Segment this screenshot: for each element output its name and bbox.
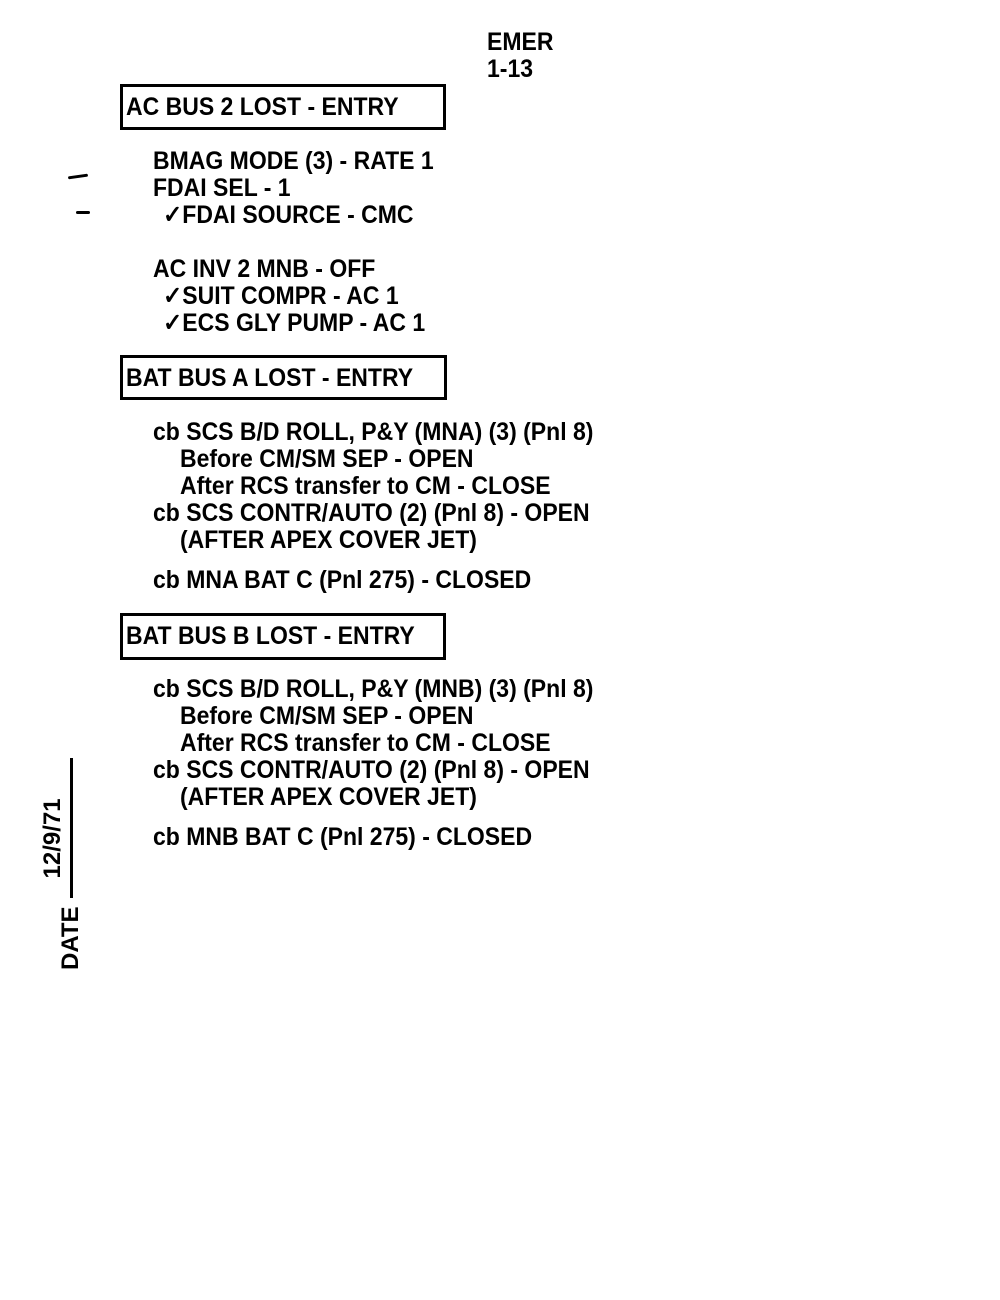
step-line: FDAI SEL - 1 [153, 174, 291, 202]
step-line: cb MNB BAT C (Pnl 275) - CLOSED [153, 823, 533, 851]
date-label: DATE [57, 906, 84, 970]
date-value: 12/9/71 [39, 798, 67, 879]
section-title: AC BUS 2 LOST - ENTRY [126, 93, 399, 121]
step-line: Before CM/SM SEP - OPEN [180, 445, 474, 473]
section-title: BAT BUS B LOST - ENTRY [126, 622, 415, 650]
step-line: After RCS transfer to CM - CLOSE [180, 729, 551, 757]
step-line: BMAG MODE (3) - RATE 1 [153, 147, 434, 175]
step-line: cb SCS CONTR/AUTO (2) (Pnl 8) - OPEN [153, 756, 590, 784]
step-line: cb SCS B/D ROLL, P&Y (MNA) (3) (Pnl 8) [153, 418, 594, 446]
step-line: cb SCS B/D ROLL, P&Y (MNB) (3) (Pnl 8) [153, 675, 594, 703]
step-line: cb MNA BAT C (Pnl 275) - CLOSED [153, 566, 532, 594]
step-line: (AFTER APEX COVER JET) [180, 783, 477, 811]
step-line: AC INV 2 MNB - OFF [153, 255, 376, 283]
section-title-box: BAT BUS A LOST - ENTRY [120, 355, 447, 400]
step-line: After RCS transfer to CM - CLOSE [180, 472, 551, 500]
step-line: cb SCS CONTR/AUTO (2) (Pnl 8) - OPEN [153, 499, 590, 527]
section-title-box: BAT BUS B LOST - ENTRY [120, 613, 446, 660]
step-line: Before CM/SM SEP - OPEN [180, 702, 474, 730]
step-line: ✓SUIT COMPR - AC 1 [163, 282, 399, 310]
date-stamp: DATE 12/9/71 [39, 758, 84, 970]
step-line: ✓FDAI SOURCE - CMC [163, 201, 414, 229]
section-title: BAT BUS A LOST - ENTRY [126, 364, 414, 392]
step-line: ✓ECS GLY PUMP - AC 1 [163, 309, 426, 337]
section-title-box: AC BUS 2 LOST - ENTRY [120, 84, 446, 130]
page-number: 1-13 [487, 55, 534, 83]
date-line: 12/9/71 [39, 758, 74, 899]
change-bar-mark [76, 211, 90, 214]
change-bar-mark [67, 173, 89, 180]
section-code: EMER [487, 28, 554, 56]
step-line: (AFTER APEX COVER JET) [180, 526, 477, 554]
